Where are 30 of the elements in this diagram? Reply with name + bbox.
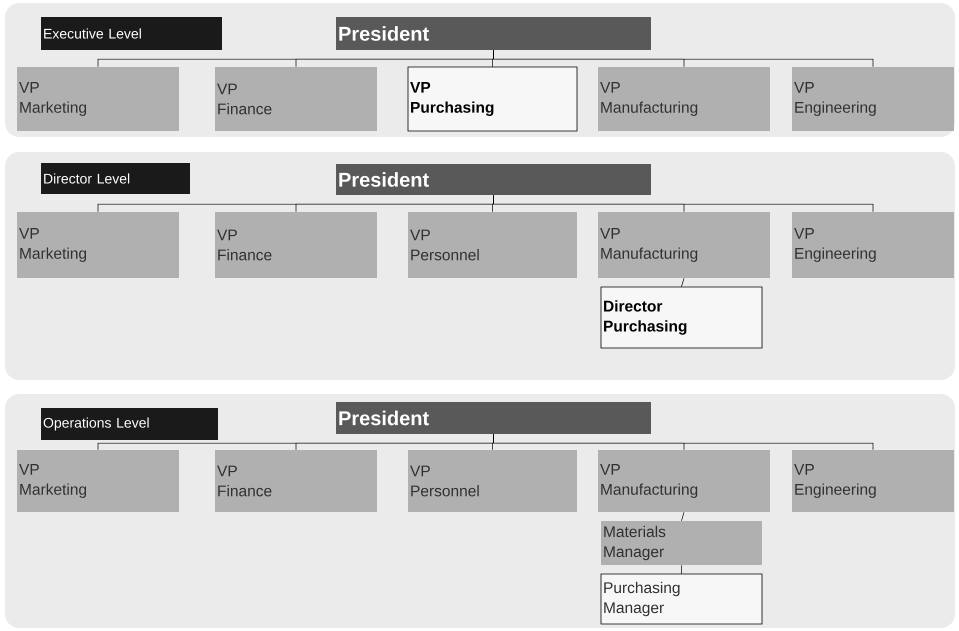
position-box: VP Engineering <box>792 450 954 512</box>
position-box: VP Manufacturing <box>598 450 770 512</box>
position-box: VP Marketing <box>17 67 179 131</box>
connector <box>493 50 874 68</box>
level-label: Director Level <box>41 163 190 194</box>
position-box: VP Engineering <box>792 67 954 131</box>
position-box: VP Marketing <box>17 450 179 512</box>
position-box: VP Marketing <box>17 212 179 278</box>
highlighted-position-box: Purchasing Manager <box>600 574 762 624</box>
connector <box>493 434 874 450</box>
position-box: VP Engineering <box>792 212 954 278</box>
position-box: VP Finance <box>215 67 377 131</box>
connector <box>681 512 684 522</box>
position-box: Materials Manager <box>601 521 762 565</box>
connector <box>681 278 684 287</box>
connector <box>681 564 682 574</box>
position-box: VP Personnel <box>408 450 577 512</box>
highlighted-position-box: Director Purchasing <box>600 286 762 348</box>
president-box: President <box>336 17 651 50</box>
highlighted-position-box: VP Purchasing <box>408 66 578 132</box>
position-box: VP Finance <box>215 212 377 278</box>
connector <box>493 194 874 212</box>
position-box: VP Finance <box>215 450 377 512</box>
president-box: President <box>336 402 651 434</box>
position-box: VP Personnel <box>408 212 577 278</box>
position-box: VP Manufacturing <box>598 212 770 278</box>
level-label: Executive Level <box>41 17 222 50</box>
level-label: Operations Level <box>41 408 218 440</box>
position-box: VP Manufacturing <box>598 67 770 131</box>
president-box: President <box>336 164 651 195</box>
